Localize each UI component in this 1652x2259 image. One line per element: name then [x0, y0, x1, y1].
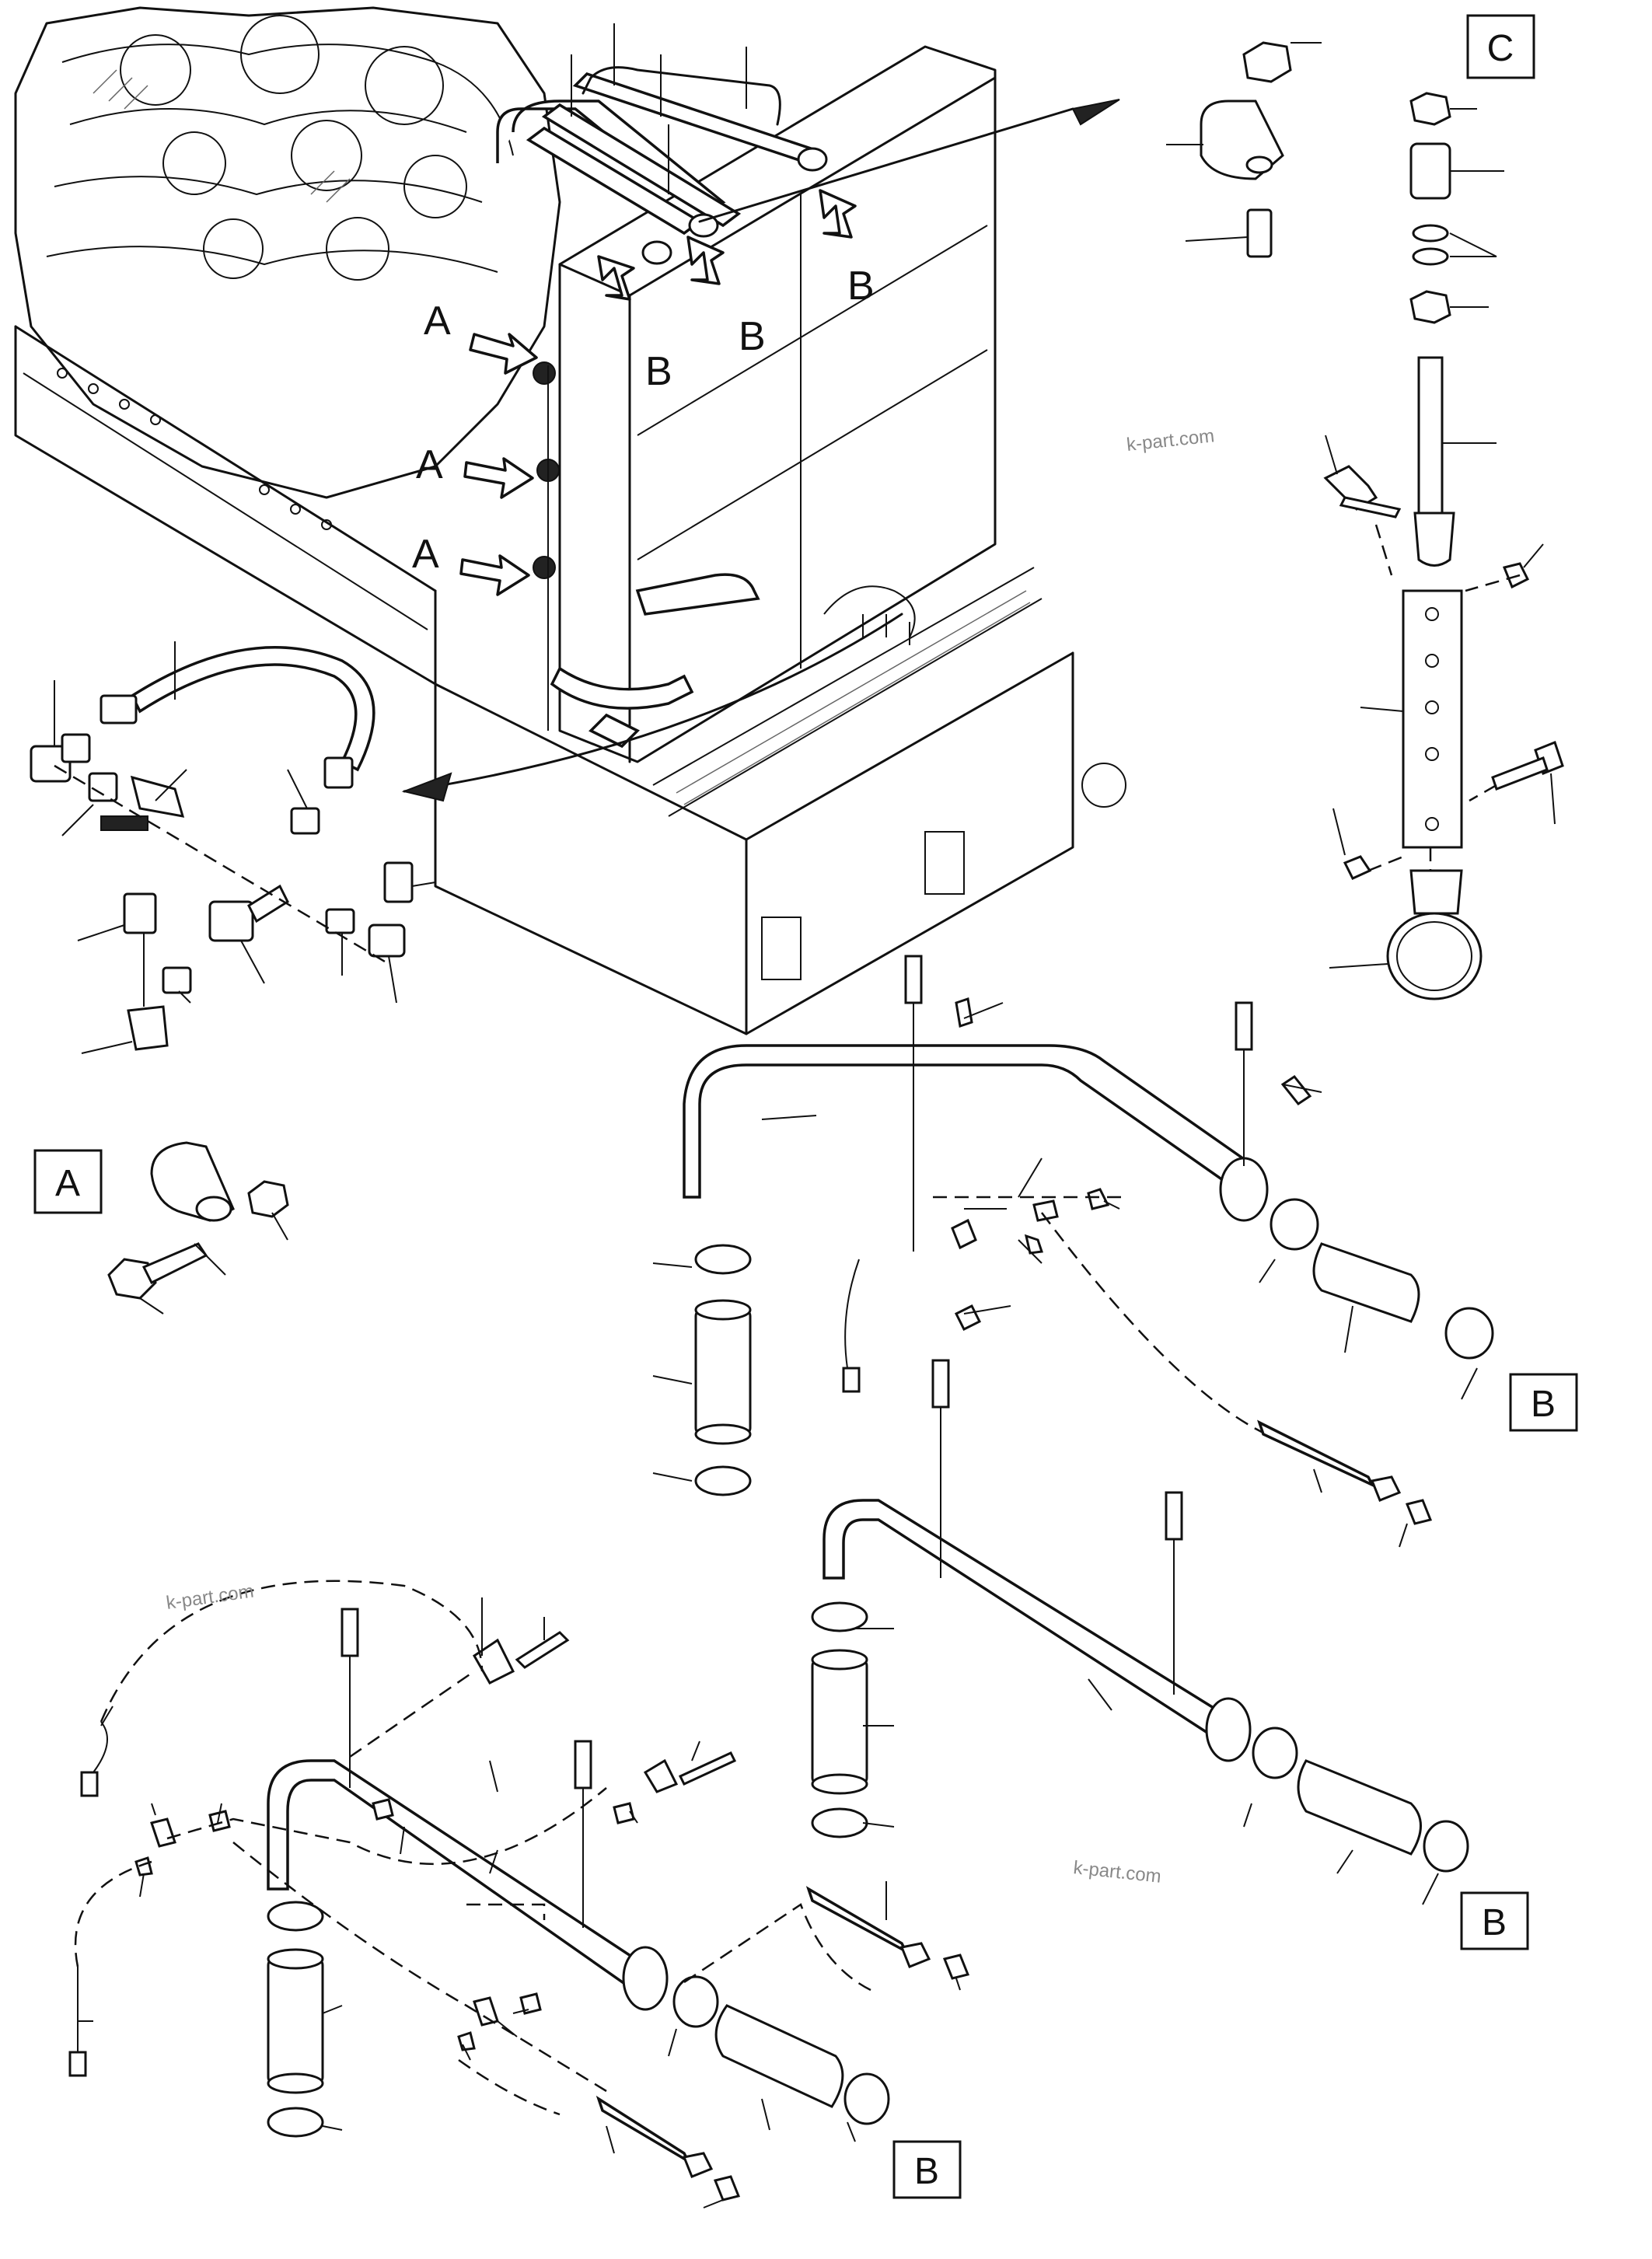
detail-box-b3: B — [914, 2151, 939, 2192]
detail-box-a: A — [55, 1163, 80, 1204]
detail-b-lower — [68, 1580, 970, 2208]
watermark-3: k-part.com — [1072, 1857, 1162, 1887]
callout-a-2: A — [416, 442, 443, 487]
detail-c-support — [1166, 41, 1564, 1000]
detail-box-c-frame — [1466, 14, 1535, 79]
detail-box-b2-frame — [1460, 1891, 1529, 1950]
watermark-1: k-part.com — [1126, 425, 1216, 456]
detail-b-middle — [811, 1359, 1469, 1905]
detail-box-b2: B — [1482, 1902, 1507, 1943]
detail-box-b1-frame — [1509, 1373, 1578, 1432]
callout-a-1: A — [424, 299, 451, 344]
callout-b-1: B — [645, 349, 672, 394]
detail-box-b3-frame — [892, 2140, 962, 2199]
detail-box-b1: B — [1531, 1384, 1556, 1425]
drain-hose-detail — [30, 641, 436, 1054]
detail-b-upper — [652, 955, 1494, 1548]
engine-assembly-view — [14, 6, 1126, 1035]
callout-b-3: B — [847, 264, 875, 309]
detail-a-clamp — [107, 1141, 289, 1315]
callout-a-3: A — [412, 532, 439, 577]
watermark-2: k-part.com — [165, 1580, 255, 1614]
detail-box-a-frame — [33, 1149, 103, 1214]
callout-b-2: B — [739, 314, 766, 359]
detail-box-c: C — [1487, 28, 1514, 69]
